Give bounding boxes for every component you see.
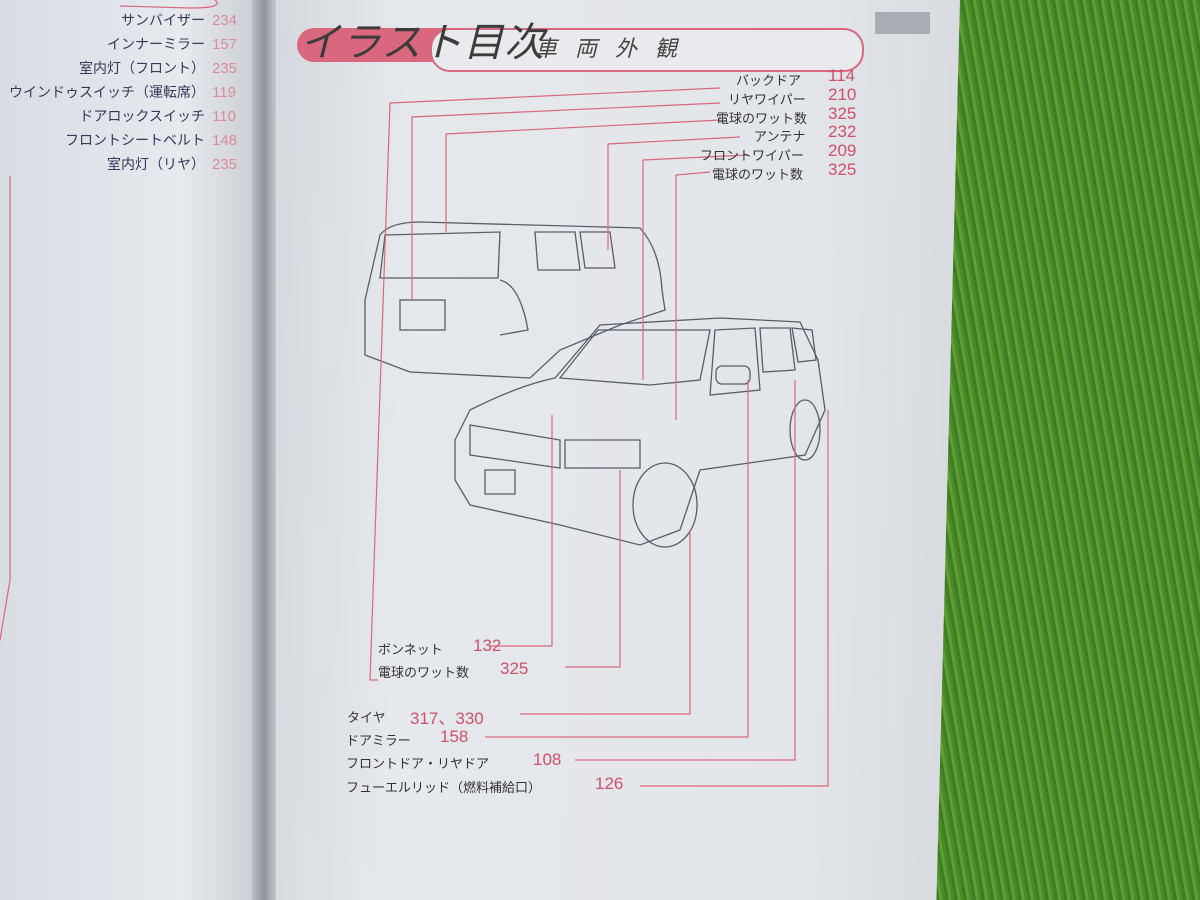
callout-label-door-mirror: ドアミラー — [346, 734, 411, 749]
page-tab-marker — [875, 12, 930, 34]
callout-page: 317、330 — [410, 709, 484, 728]
left-page-number: 157 — [212, 36, 238, 53]
left-callout-lines — [0, 0, 218, 641]
callout-page: 114 — [828, 66, 856, 85]
callout-label-antenna: アンテナ — [754, 130, 806, 145]
book-gutter — [252, 0, 276, 900]
callout-page: 126 — [595, 774, 624, 793]
left-label: 室内灯（フロント） — [79, 61, 205, 77]
callout-page: 325 — [828, 104, 857, 123]
callout-page: 210 — [828, 85, 857, 104]
callout-lines — [369, 87, 829, 787]
callout-label-back-door: バックドア — [736, 74, 802, 89]
callout-page: 108 — [533, 750, 562, 769]
left-page-number: 235 — [212, 156, 238, 173]
callout-label-front-wiper: フロントワイパー — [700, 149, 804, 164]
callout-page: 158 — [440, 727, 469, 746]
callout-label-bulb-wattage: 電球のワット数 — [378, 666, 470, 681]
subtitle-box — [430, 28, 864, 72]
left-page — [0, 0, 262, 900]
left-page-number: 234 — [212, 12, 238, 29]
left-label: ドアロックスイッチ — [79, 109, 205, 125]
left-page-number: 235 — [212, 60, 238, 77]
callout-page: 325 — [500, 659, 529, 678]
left-page-number: 119 — [212, 84, 236, 101]
callout-page: 209 — [828, 141, 857, 160]
callout-label-fuel-lid: フューエルリッド（燃料補給口） — [346, 781, 542, 796]
callout-label-tire: タイヤ — [347, 711, 386, 726]
left-page-number: 148 — [212, 132, 238, 149]
callout-label-bonnet: ボンネット — [378, 643, 443, 658]
left-label: インナーミラー — [107, 37, 205, 53]
page-subtitle: 車両外観 — [535, 37, 696, 62]
left-label: ウインドゥスイッチ（運転席） — [9, 85, 205, 101]
left-label: サンバイザー — [121, 13, 205, 29]
left-page-number: 110 — [212, 108, 236, 125]
callout-label-bulb-wattage: 電球のワット数 — [716, 112, 808, 127]
left-label: 室内灯（リヤ） — [107, 157, 205, 173]
callout-label-bulb-wattage: 電球のワット数 — [712, 168, 804, 183]
callout-label-rear-wiper: リヤワイパー — [728, 93, 806, 108]
left-label: フロントシートベルト — [65, 133, 205, 149]
car-illustration — [364, 221, 826, 548]
callout-label-doors: フロントドア・リヤドア — [346, 757, 490, 772]
callout-page: 132 — [473, 636, 502, 655]
callout-page: 325 — [828, 160, 857, 179]
callout-page: 232 — [828, 122, 857, 141]
page-title: イラスト目次 — [300, 20, 546, 66]
